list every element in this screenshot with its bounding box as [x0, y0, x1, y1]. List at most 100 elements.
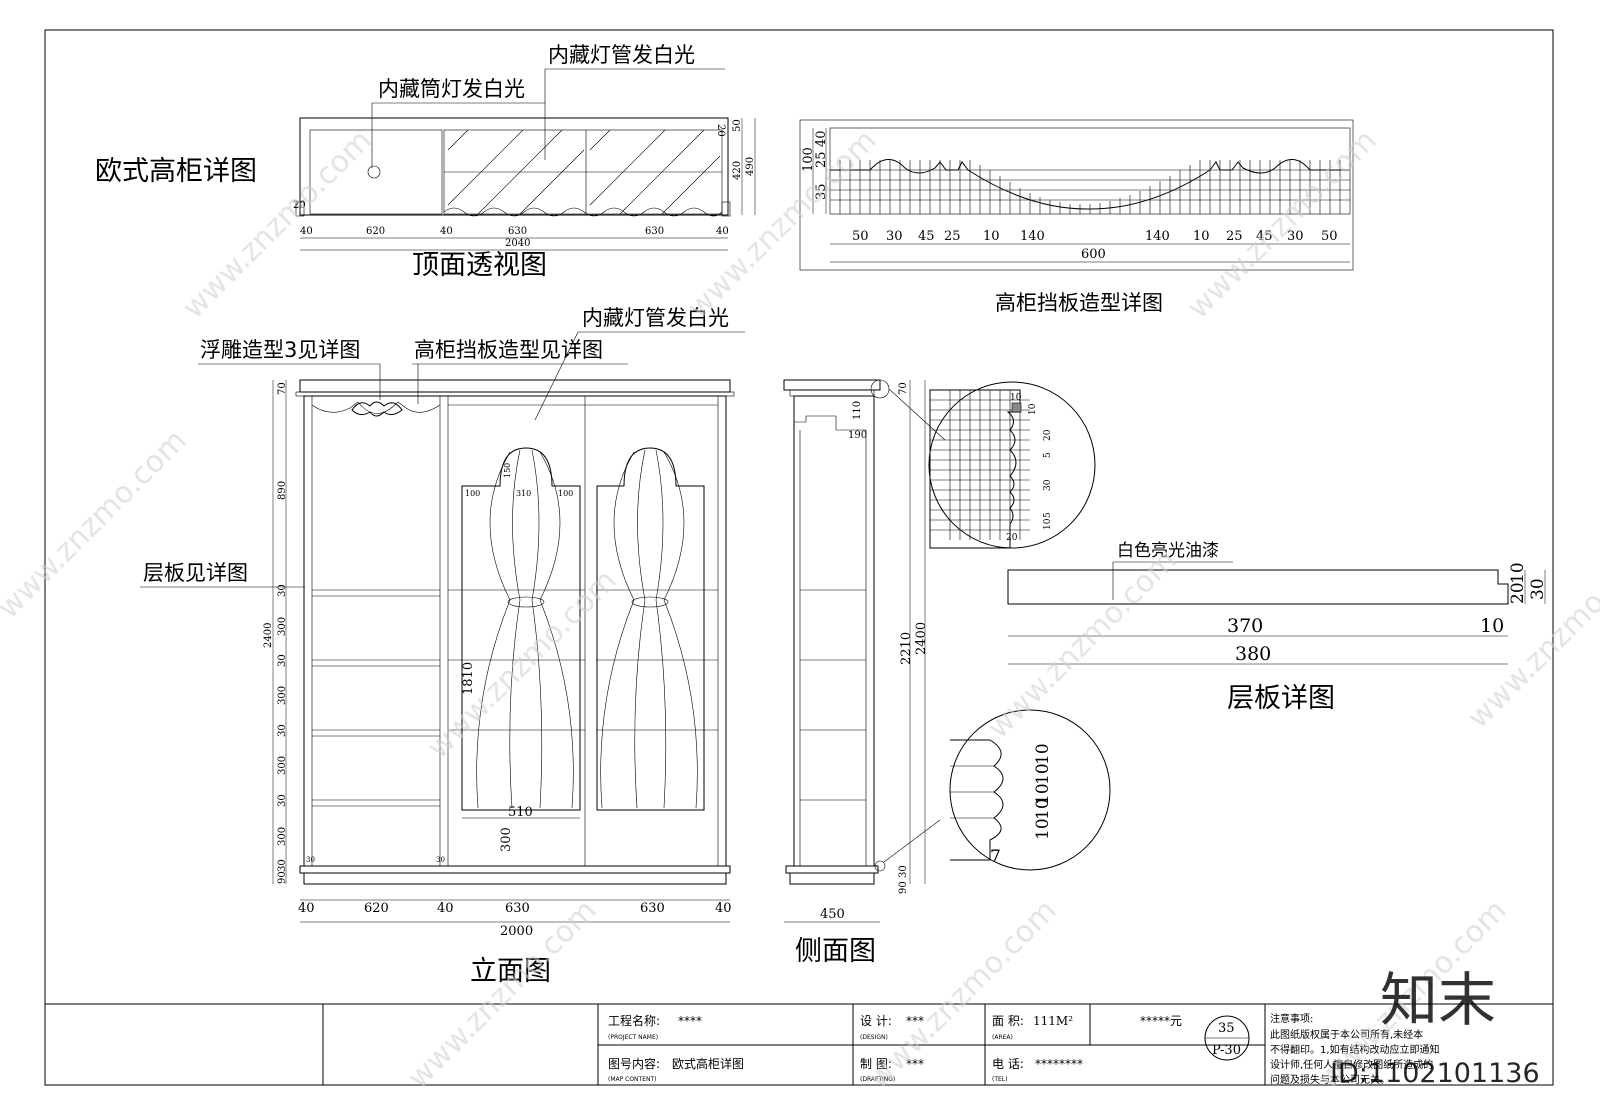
elev-dim-inner-2: 30: [436, 856, 445, 864]
side-dim-top-1: 110: [852, 401, 863, 420]
tb-price: *****元: [1140, 1014, 1182, 1028]
baffle-dim-total: 600: [1081, 247, 1106, 262]
top-view-heading: 欧式高柜详图: [95, 156, 257, 187]
elev-dim-bottom-4: 630: [505, 901, 530, 916]
top-view-callout-tube-light: 内藏灯管发白光: [548, 43, 695, 67]
elev-callout-shelf: 层板见详图: [143, 561, 248, 585]
elev-dim-left-11: 90: [277, 871, 288, 884]
tb-design-label: 设 计:: [860, 1014, 892, 1028]
baffle-dim-6: 140: [1020, 229, 1045, 244]
mold-top-dim-5: 30: [1043, 479, 1053, 491]
elev-dim-curtain-bottom: 300: [499, 827, 514, 852]
elev-callout-relief: 浮雕造型3见详图: [200, 338, 360, 362]
baffle-dim-left-2: 40: [814, 130, 829, 147]
elev-callout-baffle: 高柜挡板造型见详图: [414, 338, 603, 362]
top-dim-total: 2040: [505, 238, 530, 249]
tb-design-value: ***: [906, 1014, 924, 1028]
top-dim-top-right: 20: [715, 124, 726, 137]
tb-notes-line-3: 设计师,任何人擅自修改图纸所造成的: [1270, 1058, 1433, 1071]
top-view: 欧式高柜详图 内藏灯管发白光 内藏筒灯发白光 40: [95, 43, 756, 281]
baffle-dim-5: 10: [983, 229, 1000, 244]
watermark-site-1: www.znzmo.com: [176, 123, 379, 326]
tb-area-label-en: (AREA): [992, 1034, 1013, 1041]
shelf-dim-2: 10: [1480, 615, 1504, 637]
top-dim-right-2: 420: [732, 161, 743, 180]
elev-dim-curtain-width: 510: [508, 805, 533, 820]
side-dim-top-2: 190: [848, 430, 867, 441]
watermark-site-6: www.znzmo.com: [981, 543, 1184, 746]
top-dim-right-3: 490: [745, 157, 756, 176]
side-dim-top-3: 70: [898, 382, 909, 395]
baffle-detail: 100 40 25 35 50 30 45 25 10 140 140 10 2…: [799, 119, 1354, 315]
top-dim-right-1: 50: [732, 119, 743, 132]
shelf-dim-1: 370: [1227, 615, 1263, 637]
elev-dim-arch-3: 310: [516, 489, 531, 498]
watermark-site-4: www.znzmo.com: [0, 423, 194, 626]
tb-area-value: 111M²: [1033, 1014, 1073, 1028]
tb-tel-label-en: (TEL): [992, 1076, 1007, 1083]
shelf-dim-5: 10: [1508, 562, 1528, 584]
elev-dim-left-9: 30: [277, 794, 288, 807]
baffle-dim-7: 140: [1145, 229, 1170, 244]
tb-project-label-en: (PROJECT NAME): [608, 1034, 658, 1041]
elev-dim-height: 2400: [263, 623, 274, 648]
elev-dim-left-3: 30: [277, 584, 288, 597]
top-dim-4: 630: [508, 226, 527, 237]
mold-bot-dim-3: 10: [1033, 818, 1053, 840]
top-dim-left: 20: [293, 200, 306, 211]
shelf-callout-finish: 白色亮光油漆: [1117, 541, 1219, 561]
elev-dim-left-10: 300: [277, 827, 288, 846]
tb-tel-value: ********: [1035, 1057, 1083, 1071]
baffle-detail-title: 高柜挡板造型详图: [995, 291, 1163, 315]
top-view-callout-downlight: 内藏筒灯发白光: [378, 77, 525, 101]
baffle-dim-4: 25: [944, 229, 961, 244]
watermark-id: ID:1102101136: [1330, 1058, 1540, 1089]
elev-dim-left-1: 70: [277, 382, 288, 395]
elev-dim-left-12: 30: [277, 859, 288, 872]
baffle-dim-1: 50: [852, 229, 869, 244]
elev-dim-inner-1: 30: [306, 856, 315, 864]
tb-drafting-value: ***: [906, 1057, 924, 1071]
tb-sheet-no: 35: [1218, 1021, 1235, 1036]
elev-dim-arch-4: 100: [558, 489, 573, 498]
shelf-detail-title: 层板详图: [1227, 683, 1335, 714]
elev-dim-left-2: 890: [277, 481, 288, 500]
mold-bot-dim-4: 10: [1033, 798, 1053, 820]
tb-tel-label: 电 话:: [992, 1057, 1024, 1071]
tb-drafting-label: 制 图:: [860, 1057, 892, 1071]
side-dim-base-2: 30: [898, 865, 909, 878]
mold-top-dim-4: 5: [1043, 452, 1053, 458]
elev-dim-bottom-6: 40: [715, 901, 732, 916]
tb-project-value: ****: [678, 1014, 702, 1028]
baffle-dim-10: 45: [1256, 229, 1273, 244]
tb-notes-line-1: 此图纸版权属于本公司所有,未经本: [1270, 1028, 1423, 1041]
watermark-site-5: www.znzmo.com: [421, 563, 624, 766]
tb-map-label-en: (MAP CONTENT): [608, 1076, 657, 1083]
elevation-view: 内藏灯管发白光 浮雕造型3见详图 高柜挡板造型见详图 层板见详图: [140, 306, 745, 987]
watermark-site-2: www.znzmo.com: [681, 123, 884, 326]
baffle-dim-8: 10: [1193, 229, 1210, 244]
top-dim-6: 40: [716, 226, 729, 237]
elev-dim-arch-2: 100: [465, 489, 480, 498]
tb-project-label: 工程名称:: [608, 1013, 660, 1028]
tb-area-label: 面 积:: [992, 1014, 1024, 1028]
molding-detail-top: 10 10 20 5 30 10 5 20: [888, 381, 1096, 549]
elev-dim-total: 2000: [500, 924, 533, 939]
elev-dim-left-6: 300: [277, 686, 288, 705]
shelf-detail: 白色亮光油漆 370 10 380 20 10 30 层板详图: [1007, 541, 1548, 714]
side-dim-height: 2400: [914, 622, 929, 655]
mold-top-dim-7: 5: [1043, 512, 1053, 518]
tb-drafting-label-en: (DRAFTING): [860, 1076, 895, 1083]
baffle-dim-left-3: 25: [814, 151, 829, 168]
shelf-dim-4: 20: [1508, 582, 1528, 604]
side-dim-inner-height: 2210: [899, 632, 914, 665]
tb-page-code: P-30: [1212, 1043, 1241, 1058]
tb-notes-line-4: 问题及损失与本公司无关。: [1270, 1073, 1390, 1086]
top-view-title: 顶面透视图: [412, 250, 547, 281]
baffle-dim-3: 45: [918, 229, 935, 244]
mold-bot-dim-7: 7: [990, 847, 1001, 867]
side-dim-depth: 450: [820, 907, 845, 922]
top-dim-1: 40: [300, 226, 313, 237]
baffle-dim-11: 30: [1287, 229, 1304, 244]
